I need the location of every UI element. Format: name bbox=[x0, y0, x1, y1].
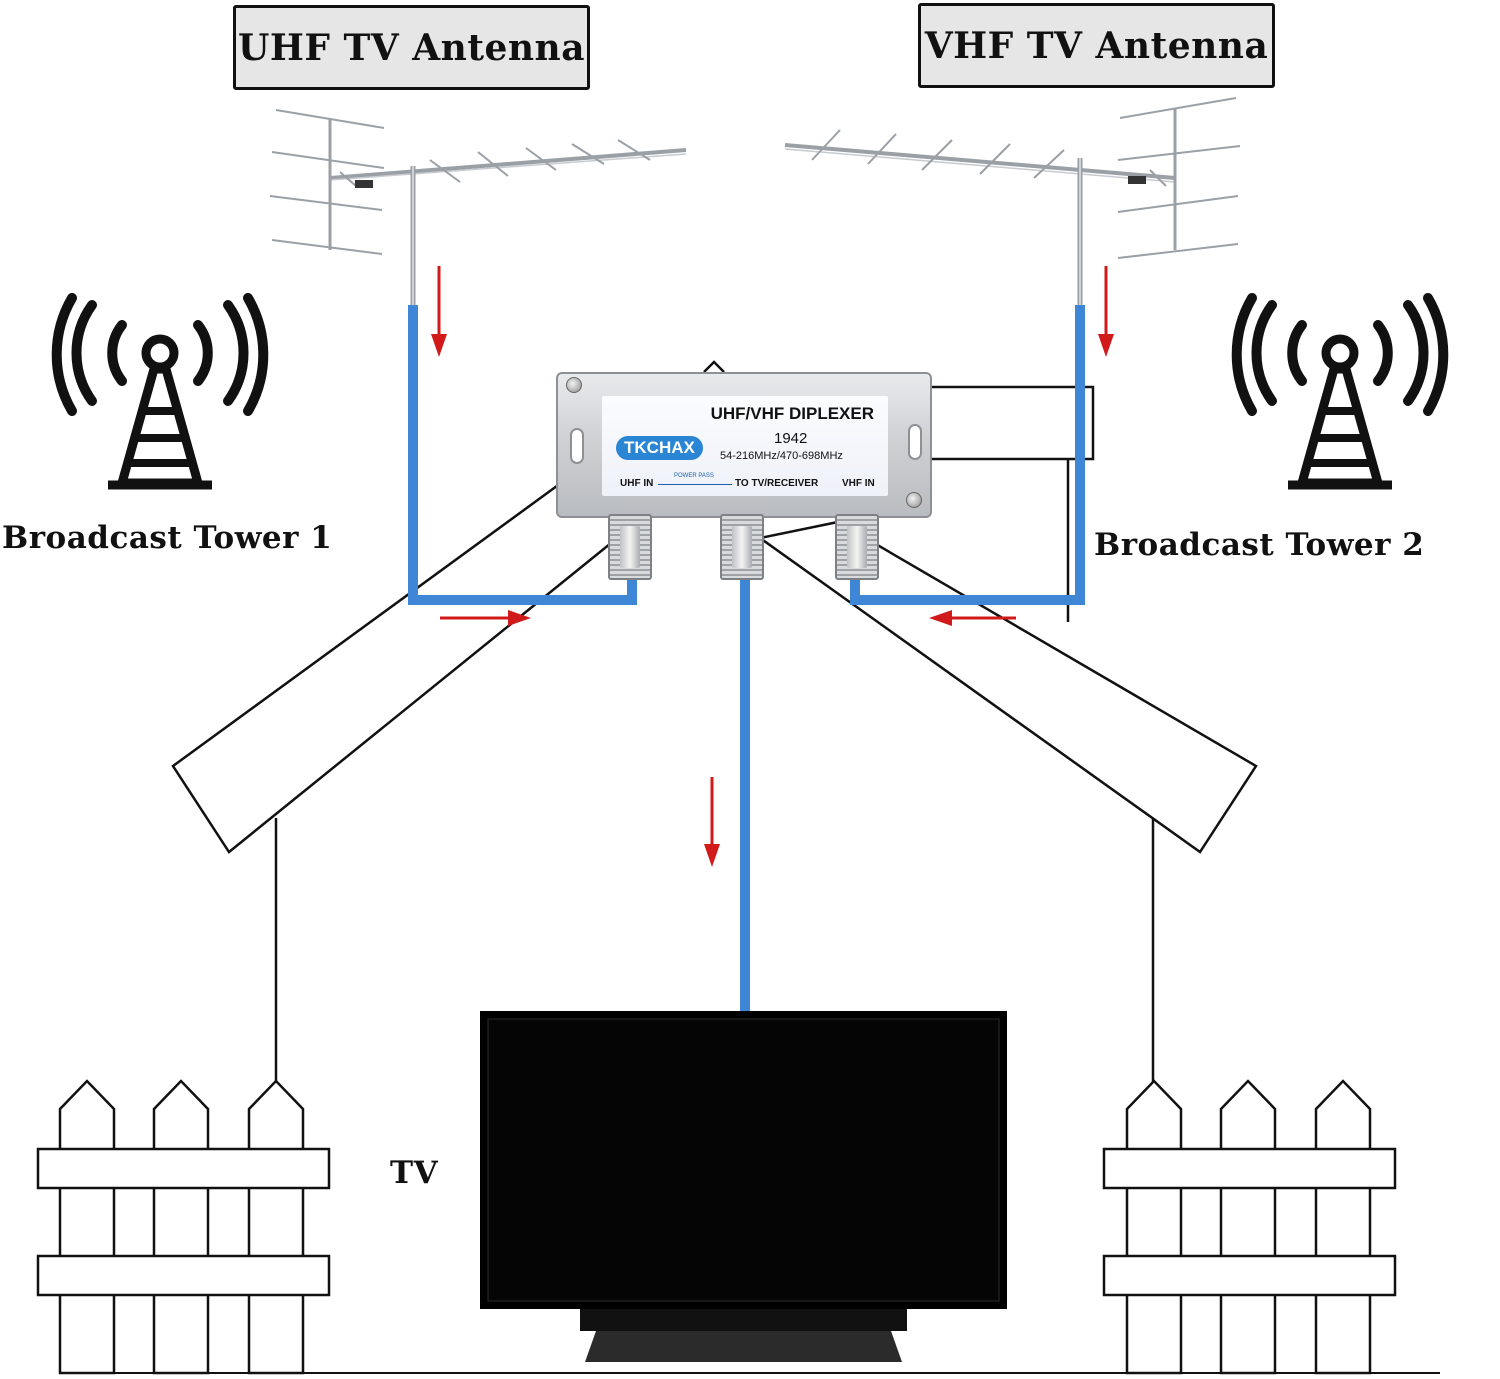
port-label-to-tv: TO TV/RECEIVER bbox=[735, 478, 819, 489]
vhf-antenna-label: VHF TV Antenna bbox=[918, 3, 1275, 88]
screw-icon bbox=[906, 492, 922, 508]
tv-icon bbox=[480, 1011, 1007, 1362]
coax-cable bbox=[408, 305, 1085, 1011]
port-label-uhf-in: UHF IN bbox=[620, 478, 654, 489]
broadcast-tower-icon bbox=[51, 293, 269, 490]
port-label-vhf-in: VHF IN bbox=[842, 478, 875, 489]
connector-vhf-in bbox=[835, 514, 879, 580]
diplexer-model: 1942 bbox=[774, 430, 808, 447]
house-ridge-peak bbox=[703, 360, 725, 373]
power-pass-line bbox=[658, 484, 732, 485]
diplexer-title: UHF/VHF DIPLEXER bbox=[710, 404, 874, 423]
antenna-icon bbox=[269, 109, 687, 305]
fence-icon bbox=[36, 1079, 331, 1375]
house-chimney bbox=[928, 385, 1095, 461]
broadcast-tower-2-label: Broadcast Tower 2 bbox=[1094, 527, 1425, 563]
antenna-icon bbox=[784, 97, 1241, 305]
diplexer-label-plate: UHF/VHF DIPLEXER TKCHAX 1942 54-216MHz/4… bbox=[602, 396, 888, 496]
diplexer-frequency-range: 54-216MHz/470-698MHz bbox=[720, 450, 843, 462]
broadcast-tower-1-label: Broadcast Tower 1 bbox=[2, 520, 333, 556]
power-pass-label: POWER PASS bbox=[674, 473, 714, 479]
fence-icon bbox=[1102, 1079, 1397, 1375]
diplexer-brand-badge: TKCHAX bbox=[616, 436, 703, 460]
diplexer-device: UHF/VHF DIPLEXER TKCHAX 1942 54-216MHz/4… bbox=[556, 372, 932, 518]
broadcast-tower-icon bbox=[1231, 293, 1449, 490]
connector-uhf-in bbox=[608, 514, 652, 580]
uhf-antenna-label: UHF TV Antenna bbox=[233, 5, 590, 90]
arrow-icon bbox=[431, 266, 1114, 867]
tv-label: TV bbox=[390, 1155, 439, 1191]
mounting-slot bbox=[570, 428, 584, 464]
connector-to-tv bbox=[720, 514, 764, 580]
screw-icon bbox=[566, 377, 582, 393]
mounting-slot bbox=[908, 424, 922, 460]
